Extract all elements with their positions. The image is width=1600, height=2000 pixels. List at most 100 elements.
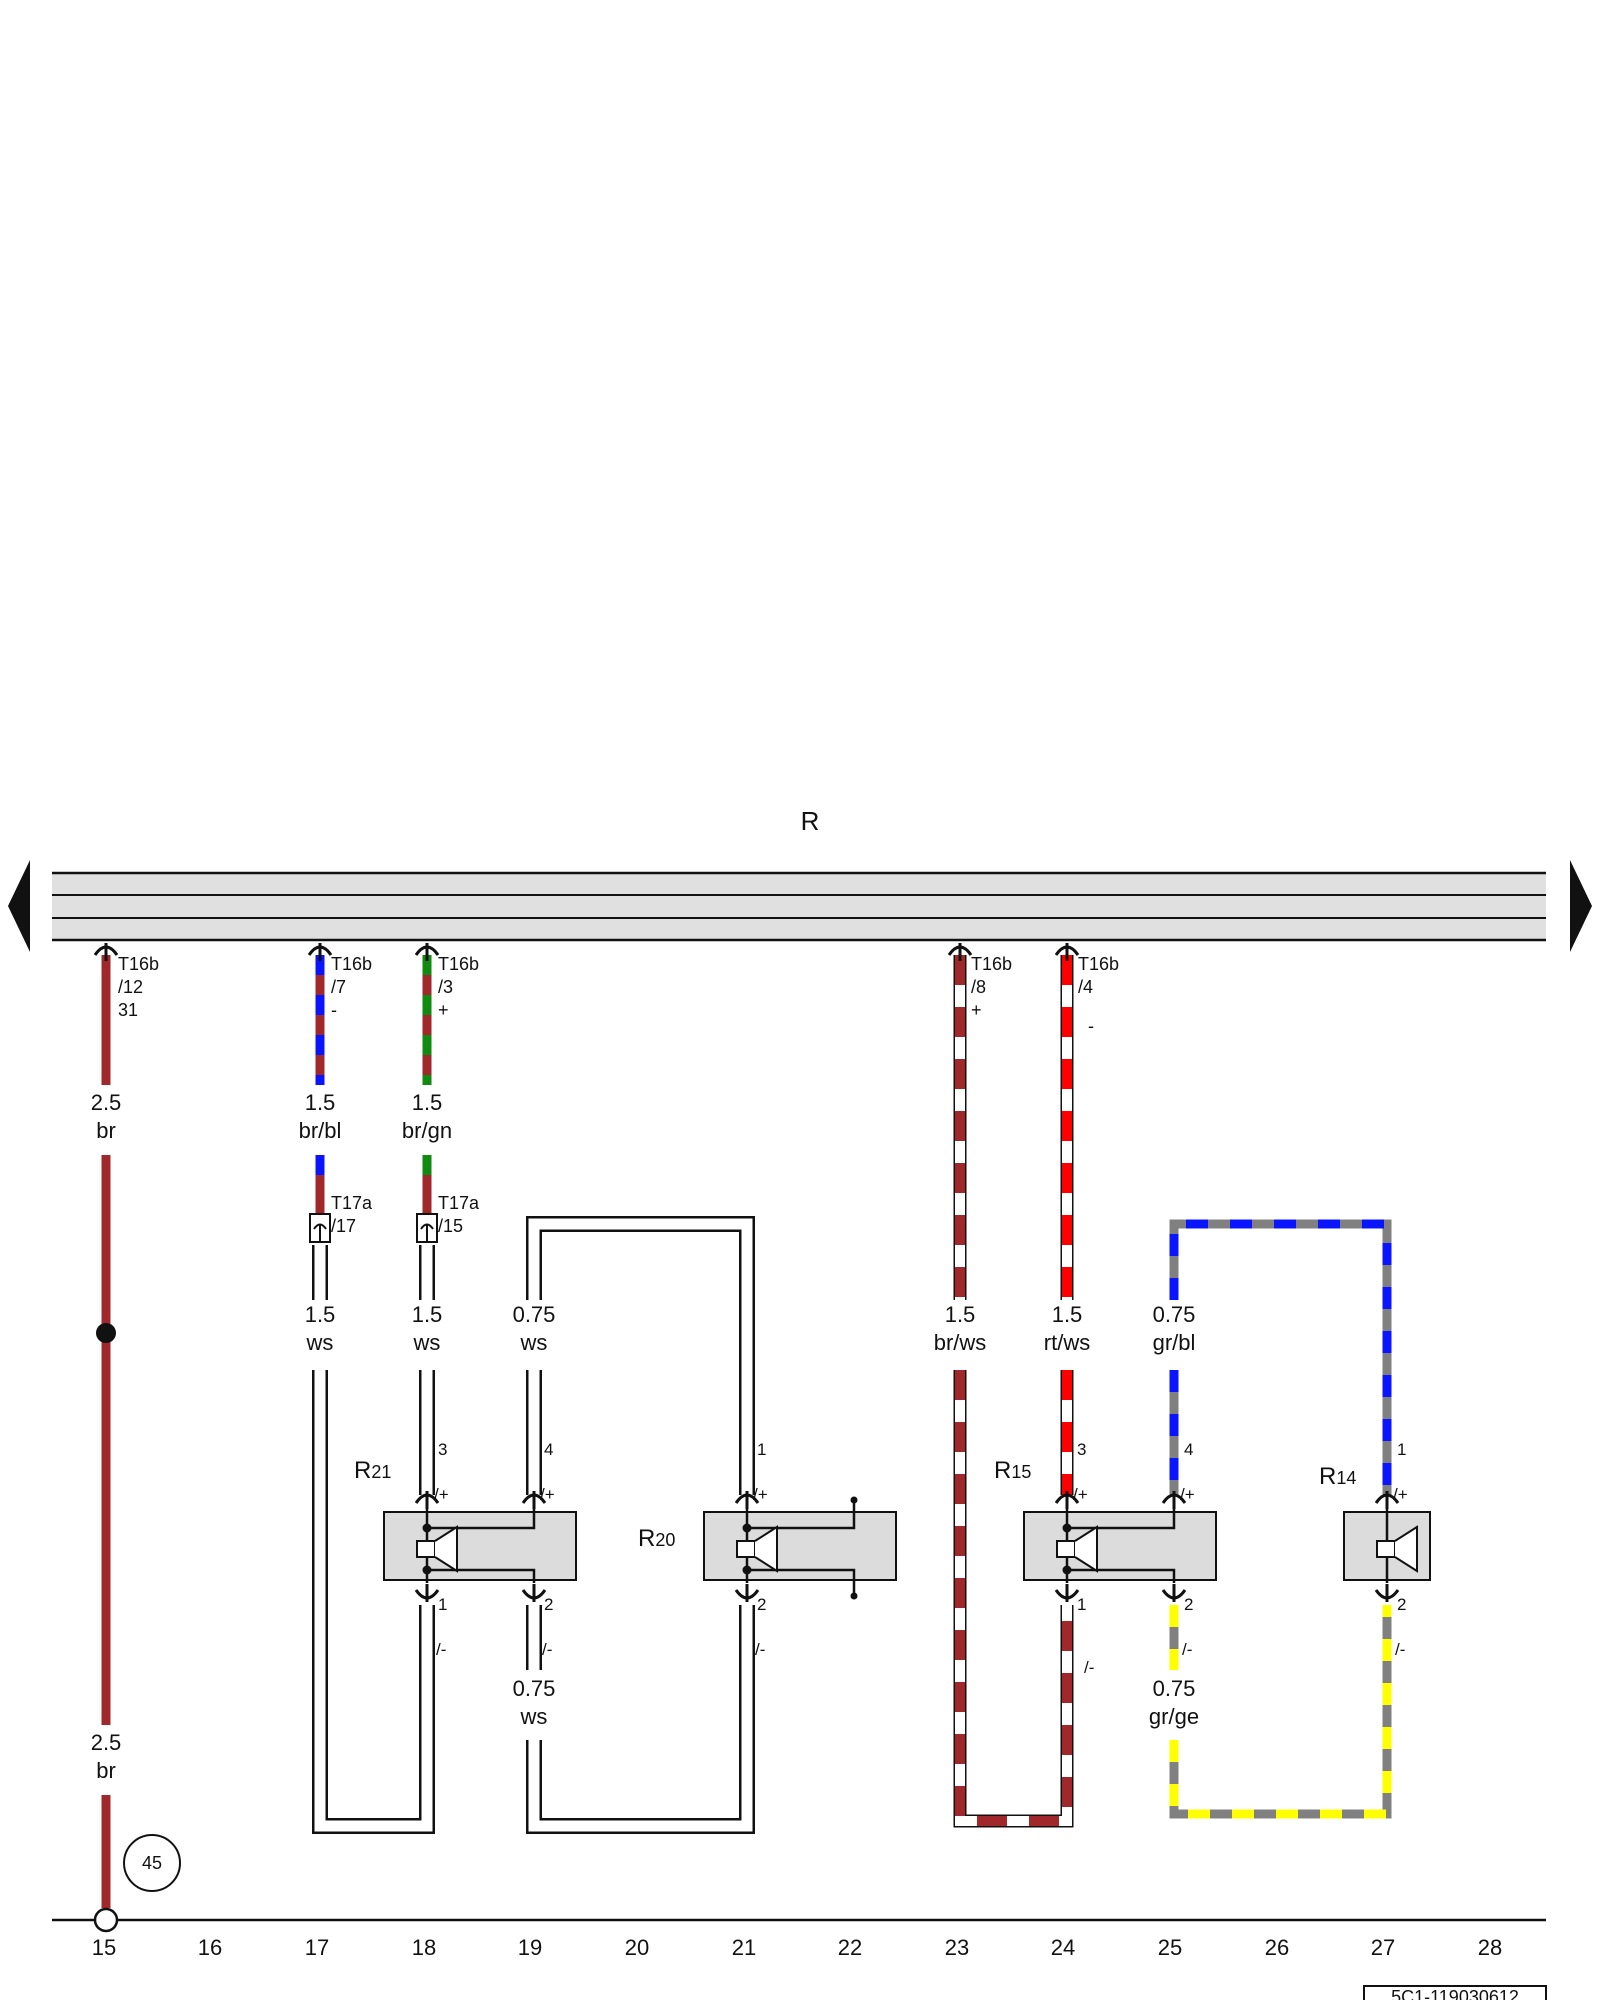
- column-number: 16: [198, 1935, 222, 1960]
- harness-connector: [947, 943, 973, 961]
- component-internals: [416, 1496, 1418, 1600]
- component-labels: R21 R20 R15 R14: [354, 1457, 1356, 1552]
- component-pin-top: [1054, 1491, 1080, 1509]
- wire-color-label: gr/bl: [1153, 1330, 1196, 1355]
- wire-size-label: 0.75: [513, 1302, 556, 1327]
- wire-size-label: 1.5: [305, 1302, 336, 1327]
- component-pin-top: [734, 1491, 760, 1509]
- column-number: 25: [1158, 1935, 1182, 1960]
- pin-number: 1: [1397, 1440, 1406, 1459]
- connector-t16b-8-extra: +: [971, 1000, 982, 1020]
- component-pin-top: [521, 1491, 547, 1509]
- connector-symbols: [93, 943, 1400, 1602]
- component-pin-bottom: [1161, 1584, 1187, 1602]
- connector-labels: T16b /12 31 T16b /7 - T16b /3 + T16b /8 …: [118, 954, 1119, 1236]
- connector-t16b-4-extra: -: [1088, 1016, 1094, 1036]
- wire-color-label: rt/ws: [1044, 1330, 1090, 1355]
- wire-core: [314, 1370, 433, 1832]
- component-pin-bottom: [1054, 1584, 1080, 1602]
- wire-size-label: 2.5: [91, 1090, 122, 1115]
- wire: [526, 1216, 755, 1495]
- harness-connector: [1054, 943, 1080, 961]
- pin-polarity: /-: [542, 1640, 552, 1659]
- column-number: 26: [1265, 1935, 1289, 1960]
- speaker-cone: [1394, 1525, 1418, 1573]
- connector-t16b-12-extra: 31: [118, 1000, 138, 1020]
- junction-dot: [422, 1565, 432, 1575]
- connector-t16b-3-name: T16b: [438, 954, 479, 974]
- column-number: 24: [1051, 1935, 1075, 1960]
- pin-polarity: /+: [1073, 1485, 1088, 1504]
- pin-labels: 3 4 /+ /+ 1 2 /- /- 1 /+ 2 /- 3 4 /+ /+ …: [434, 1440, 1408, 1677]
- connector-t16b-7-pin: /7: [331, 977, 346, 997]
- wire-color-label: br: [96, 1118, 116, 1143]
- pin-number: 2: [757, 1595, 766, 1614]
- speaker-icon: [1056, 1525, 1098, 1573]
- wire-size-label: 0.75: [513, 1676, 556, 1701]
- continue-right-arrow-icon: [1570, 860, 1592, 952]
- continue-left-arrow-icon: [8, 860, 30, 952]
- pin-polarity: /+: [753, 1485, 768, 1504]
- pin-polarity: /-: [436, 1640, 446, 1659]
- wire-size-label: 1.5: [412, 1090, 443, 1115]
- column-number: 21: [732, 1935, 756, 1960]
- column-number: 22: [838, 1935, 862, 1960]
- speaker-icon: [416, 1525, 458, 1573]
- junction-dot: [1062, 1523, 1072, 1533]
- wire: [312, 1370, 435, 1834]
- pin-polarity: /+: [540, 1485, 555, 1504]
- pin-polarity: /-: [1182, 1640, 1192, 1659]
- wire-labels: 2.5 br 2.5 br 1.5 br/bl 1.5 br/gn 1.5 ws…: [91, 1090, 1199, 1783]
- connector-t17a-17-name: T17a: [331, 1193, 373, 1213]
- speaker-cone: [754, 1525, 778, 1573]
- connector-t17a-17-pin: /17: [331, 1216, 356, 1236]
- wire: [1169, 1605, 1392, 1819]
- pin-number: 2: [1184, 1595, 1193, 1614]
- junction-dot: [1062, 1565, 1072, 1575]
- pin-number: 2: [1397, 1595, 1406, 1614]
- wire-size-label: 1.5: [1052, 1302, 1083, 1327]
- pin-number: 1: [757, 1440, 766, 1459]
- wire-color-label: br/gn: [402, 1118, 452, 1143]
- junction-dot: [422, 1523, 432, 1533]
- pin-number: 4: [544, 1440, 553, 1459]
- wire-outline: [526, 1216, 755, 1495]
- component-pin-top: [1161, 1491, 1187, 1509]
- pin-number: 2: [544, 1595, 553, 1614]
- wire-color-label: br: [96, 1758, 116, 1783]
- inline-connector: [416, 1213, 438, 1243]
- internal-wire: [747, 1500, 856, 1530]
- wire-size-label: 2.5: [91, 1730, 122, 1755]
- splice-node: [96, 1323, 116, 1343]
- column-number: 28: [1478, 1935, 1502, 1960]
- column-number: 27: [1371, 1935, 1395, 1960]
- speaker-icon: [1376, 1525, 1418, 1573]
- connector-t17a-15-name: T17a: [438, 1193, 480, 1213]
- wire-stripe: [1169, 1219, 1392, 1495]
- wires: [101, 955, 1392, 1908]
- component-r15-label: R15: [994, 1457, 1031, 1484]
- document-code-box: 5C1-119030612: [1363, 1985, 1547, 2000]
- wire-core: [1169, 1605, 1392, 1819]
- speaker-magnet: [1056, 1540, 1076, 1558]
- connector-t16b-8-name: T16b: [971, 954, 1012, 974]
- wire-size-label: 1.5: [412, 1302, 443, 1327]
- connector-t16b-3-extra: +: [438, 1000, 449, 1020]
- wire-core: [1169, 1219, 1392, 1495]
- wire-core: [528, 1605, 753, 1832]
- wire-color-label: ws: [520, 1704, 548, 1729]
- inline-connector: [309, 1213, 331, 1243]
- component-pin-bottom: [521, 1584, 547, 1602]
- internal-wire: [747, 1568, 856, 1596]
- wire-core: [528, 1218, 753, 1495]
- internal-wire: [427, 1568, 536, 1583]
- reference-circle: [123, 1834, 181, 1892]
- wire-size-label: 1.5: [305, 1090, 336, 1115]
- pin-number: 1: [438, 1595, 447, 1614]
- component-pin-bottom: [1374, 1584, 1400, 1602]
- connector-t16b-3-pin: /3: [438, 977, 453, 997]
- column-number: 15: [92, 1935, 116, 1960]
- wire-color-label: ws: [520, 1330, 548, 1355]
- connector-t16b-7-extra: -: [331, 1000, 337, 1020]
- component-pin-top: [414, 1491, 440, 1509]
